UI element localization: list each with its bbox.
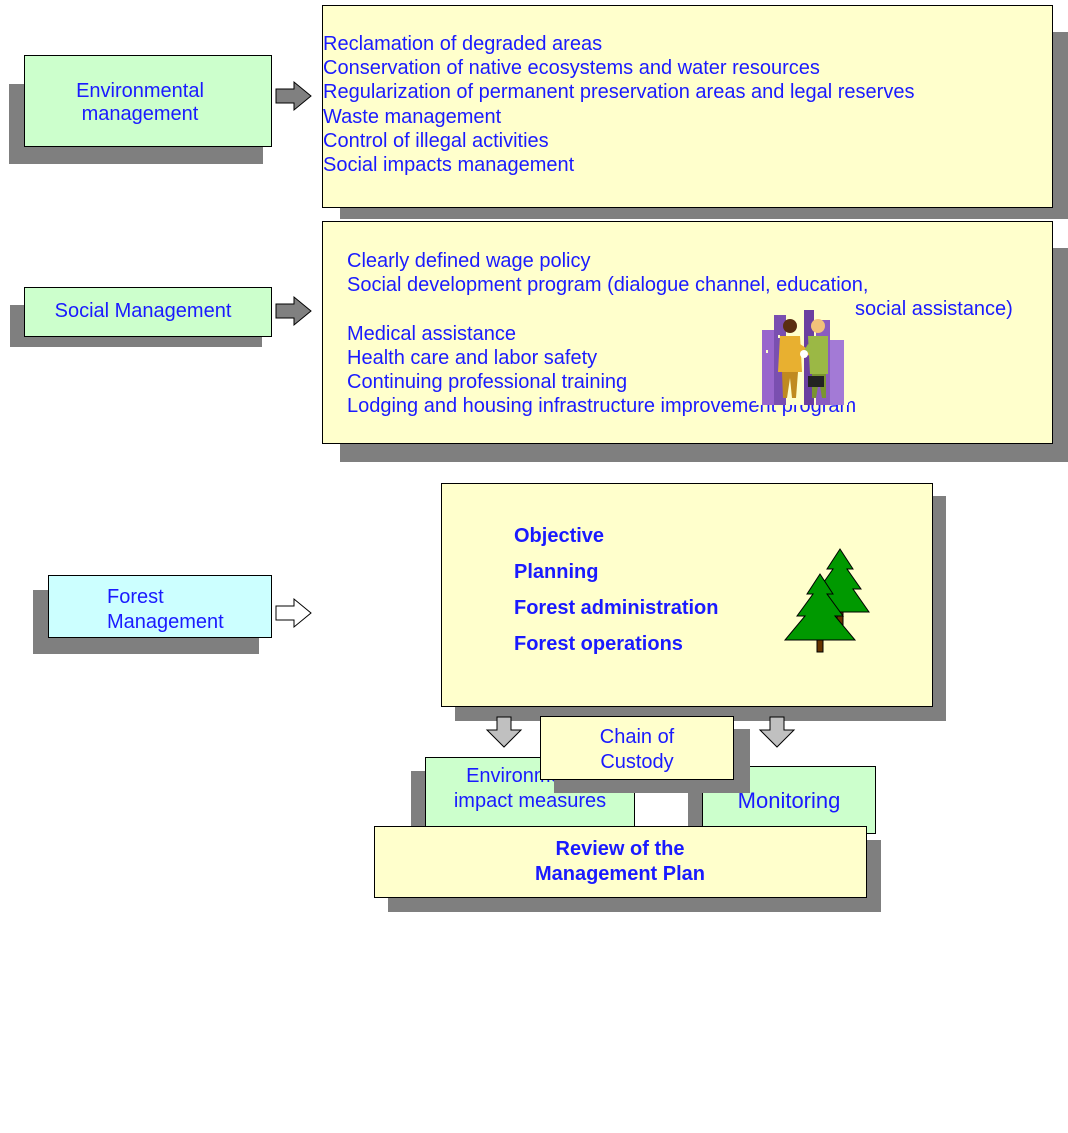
forest-main-box: Objective Planning Forest administration… — [441, 483, 933, 707]
forest-list: Objective Planning Forest administration… — [514, 518, 718, 662]
list-item: Lodging and housing infrastructure impro… — [347, 395, 857, 418]
social-label-box: Social Management — [24, 287, 272, 337]
pine-trees-icon — [783, 548, 870, 653]
list-item: social assistance) — [855, 298, 1013, 321]
list-item: Planning — [514, 561, 599, 583]
down-arrow-icon — [485, 716, 523, 748]
custody-box: Chain of Custody — [540, 716, 734, 780]
forest-arrow-icon — [275, 597, 312, 629]
social-list: Clearly defined wage policy Social devel… — [347, 249, 1013, 418]
custody-label: Chain of Custody — [599, 726, 675, 773]
down-arrow-icon — [758, 716, 796, 748]
list-item: Reclamation of degraded areas — [323, 33, 603, 55]
social-list-box: Clearly defined wage policy Social devel… — [322, 221, 1053, 444]
list-item: Clearly defined wage policy — [347, 250, 591, 272]
review-label: Review of the Management Plan — [534, 838, 706, 885]
forest-label-line2: Management — [107, 611, 224, 633]
list-item: Waste management — [323, 105, 502, 128]
environmental-arrow-icon — [275, 80, 312, 112]
social-label: Social Management — [54, 300, 232, 322]
list-item: Conservation of native ecosystems and wa… — [323, 57, 820, 80]
list-item: Medical assistance — [347, 322, 516, 345]
review-box: Review of the Management Plan — [374, 826, 867, 898]
monitoring-label: Monitoring — [737, 788, 841, 813]
list-item: Social development program (dialogue cha… — [347, 274, 869, 297]
environmental-list-box: Reclamation of degraded areas Conservati… — [322, 5, 1053, 208]
list-item: Control of illegal activities — [323, 129, 549, 152]
forest-label-box: Forest Management — [48, 575, 272, 638]
list-item: Health care and labor safety — [347, 346, 598, 369]
list-item: Regularization of permanent preservation… — [323, 81, 915, 104]
list-item: Objective — [514, 525, 605, 547]
list-item: Forest administration — [514, 597, 719, 619]
social-arrow-icon — [275, 295, 312, 327]
forest-label-line1: Forest — [107, 586, 164, 608]
list-item: Forest operations — [514, 633, 683, 655]
environmental-label-box: Environmental management — [24, 55, 272, 147]
business-people-clipart-icon — [756, 310, 848, 405]
environmental-label: Environmental management — [76, 80, 204, 125]
list-item: Social impacts management — [323, 154, 575, 177]
environmental-list: Reclamation of degraded areas Conservati… — [323, 32, 914, 177]
list-item: Continuing professional training — [347, 371, 628, 394]
